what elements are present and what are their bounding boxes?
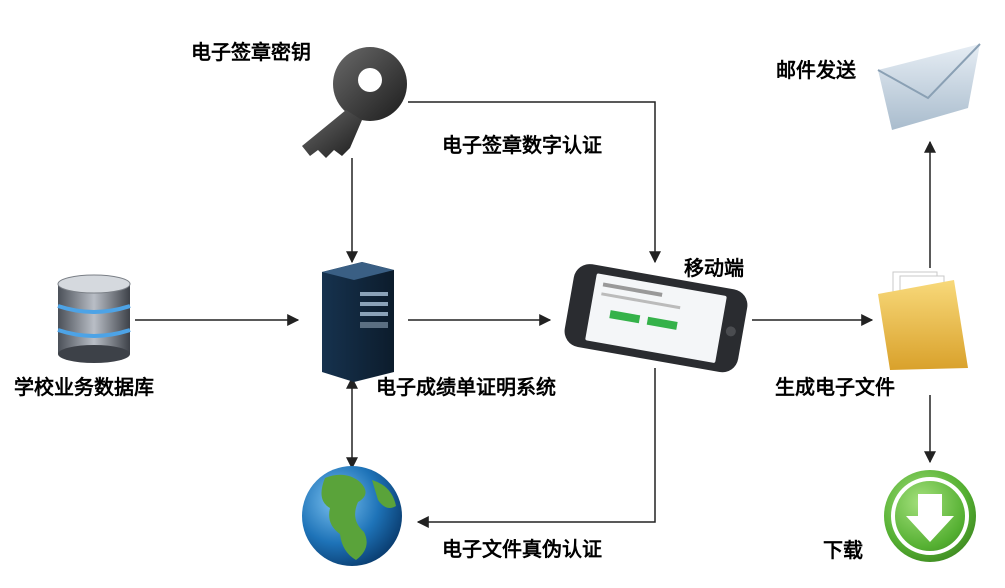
arrow-key-to-mobile [408,101,661,264]
label-download: 下载 [823,538,863,562]
label-authenticity: 电子文件真伪认证 [442,537,602,561]
database-icon [57,274,131,363]
server-icon [322,262,394,382]
label-mobile: 移动端 [684,256,744,280]
folder-icon [878,271,968,370]
key-icon [302,47,407,158]
label-generate-file: 生成电子文件 [775,375,895,399]
label-signing-key: 电子签章密钥 [191,40,311,64]
label-system: 电子成绩单证明系统 [376,375,556,399]
label-mail: 邮件发送 [776,58,856,82]
download-icon [884,470,976,562]
smartphone-icon [564,264,748,373]
label-school-db: 学校业务数据库 [14,375,154,399]
label-sign-cert: 电子签章数字认证 [442,133,602,157]
globe-icon [302,466,402,566]
envelope-icon [877,43,981,130]
arrow-mobile-to-globe [416,368,656,528]
